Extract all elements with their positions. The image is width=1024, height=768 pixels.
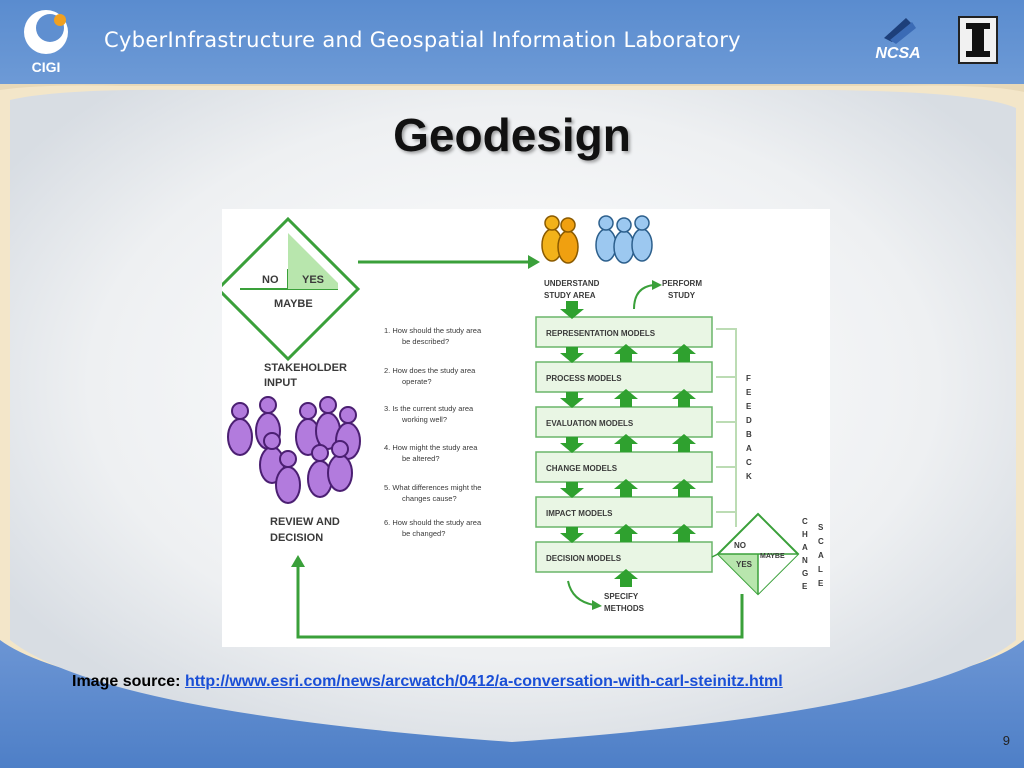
model-box-2 [535, 361, 713, 393]
decision-diamond: NO YES MAYBE [215, 216, 361, 362]
model-label-4: CHANGE MODELS [546, 464, 618, 473]
review-label-1: REVIEW AND [270, 516, 340, 528]
model-box-4 [535, 451, 713, 483]
scale-letter-5: E [818, 579, 824, 588]
question-2-line-2: operate? [402, 377, 432, 386]
change-letter-5: G [802, 569, 808, 578]
geodesign-figure: NO YES MAYBE STAKEHOLDER INPUT REVIEW AN… [215, 209, 830, 647]
specify-label-2: METHODS [604, 604, 645, 613]
feedback-letter-2: E [746, 388, 752, 397]
diamond-no: NO [262, 274, 279, 286]
stakeholder-people-icon [227, 396, 361, 504]
scale-letter-1: S [818, 523, 824, 532]
feedback-letter-4: D [746, 416, 752, 425]
change-letter-3: A [802, 543, 808, 552]
change-letter-2: H [802, 530, 808, 539]
feedback-letter-7: C [746, 458, 752, 467]
feedback-letters: F E E D B A C K [746, 374, 752, 481]
scale-letter-2: C [818, 537, 824, 546]
model-label-3: EVALUATION MODELS [546, 419, 634, 428]
question-list: 1. How should the study area be describe… [384, 326, 482, 538]
model-box-1 [535, 316, 713, 348]
cigi-logo-text: CIGI [32, 59, 61, 75]
feedback-letter-5: B [746, 430, 752, 439]
image-source: Image source: http://www.esri.com/news/a… [72, 673, 783, 691]
image-source-label: Image source: [72, 673, 181, 690]
question-5-line-2: changes cause? [402, 494, 457, 503]
question-1-line-1: 1. How should the study area [384, 326, 482, 335]
model-box-3 [535, 406, 713, 438]
model-arrows [560, 301, 696, 587]
model-label-1: REPRESENTATION MODELS [546, 329, 656, 338]
question-3-line-2: working well? [401, 415, 447, 424]
model-boxes: REPRESENTATION MODELS PROCESS MODELS EVA… [535, 316, 713, 573]
header-title: CyberInfrastructure and Geospatial Infor… [104, 28, 741, 52]
small-diamond-maybe: MAYBE [760, 553, 785, 560]
question-6-line-2: be changed? [402, 529, 445, 538]
change-letter-6: E [802, 582, 808, 591]
geodesign-diagram: NO YES MAYBE STAKEHOLDER INPUT REVIEW AN… [215, 215, 824, 639]
page-number: 9 [1002, 733, 1010, 748]
question-4-line-1: 4. How might the study area [384, 443, 478, 452]
question-1-line-2: be described? [402, 337, 449, 346]
image-source-link[interactable]: http://www.esri.com/news/arcwatch/0412/a… [184, 673, 783, 690]
question-3-line-1: 3. Is the current study area [384, 404, 474, 413]
ncsa-logo: NCSA [875, 18, 921, 62]
change-letter-4: N [802, 556, 808, 565]
cigi-logo: CIGI [24, 10, 68, 75]
designers-people-icon [541, 215, 653, 264]
feedback-letter-6: A [746, 444, 752, 453]
feedback-letter-1: F [746, 374, 751, 383]
scale-letter-4: L [818, 565, 823, 574]
diamond-yes: YES [302, 274, 324, 286]
perform-label-1: PERFORM [662, 279, 702, 288]
small-diamond-yes: YES [736, 560, 753, 569]
specify-label-1: SPECIFY [604, 592, 639, 601]
stakeholder-label-1: STAKEHOLDER [264, 362, 347, 374]
slide-title: Geodesign [393, 109, 631, 161]
diamond-maybe: MAYBE [274, 298, 313, 310]
understand-label-2: STUDY AREA [544, 291, 596, 300]
review-label-2: DECISION [270, 532, 323, 544]
scale-letter-3: A [818, 551, 824, 560]
scale-letters: S C A L E [818, 523, 824, 588]
stakeholder-label-2: INPUT [264, 377, 297, 389]
feedback-loop [716, 328, 737, 527]
question-6-line-1: 6. How should the study area [384, 518, 482, 527]
model-label-5: IMPACT MODELS [546, 509, 613, 518]
ncsa-logo-text: NCSA [875, 45, 920, 62]
change-letter-1: C [802, 517, 808, 526]
question-5-line-1: 5. What differences might the [384, 483, 481, 492]
feedback-letter-8: K [746, 472, 752, 481]
perform-label-2: STUDY [668, 291, 696, 300]
change-letters: C H A N G E [802, 517, 808, 591]
illinois-logo [958, 16, 998, 64]
model-label-6: DECISION MODELS [546, 554, 622, 563]
feedback-letter-3: E [746, 402, 752, 411]
question-4-line-2: be altered? [402, 454, 440, 463]
question-2-line-1: 2. How does the study area [384, 366, 476, 375]
small-diamond-no: NO [734, 541, 746, 550]
model-label-2: PROCESS MODELS [546, 374, 622, 383]
understand-label-1: UNDERSTAND [544, 279, 600, 288]
small-decision-diamond: NO YES MAYBE [716, 512, 800, 596]
